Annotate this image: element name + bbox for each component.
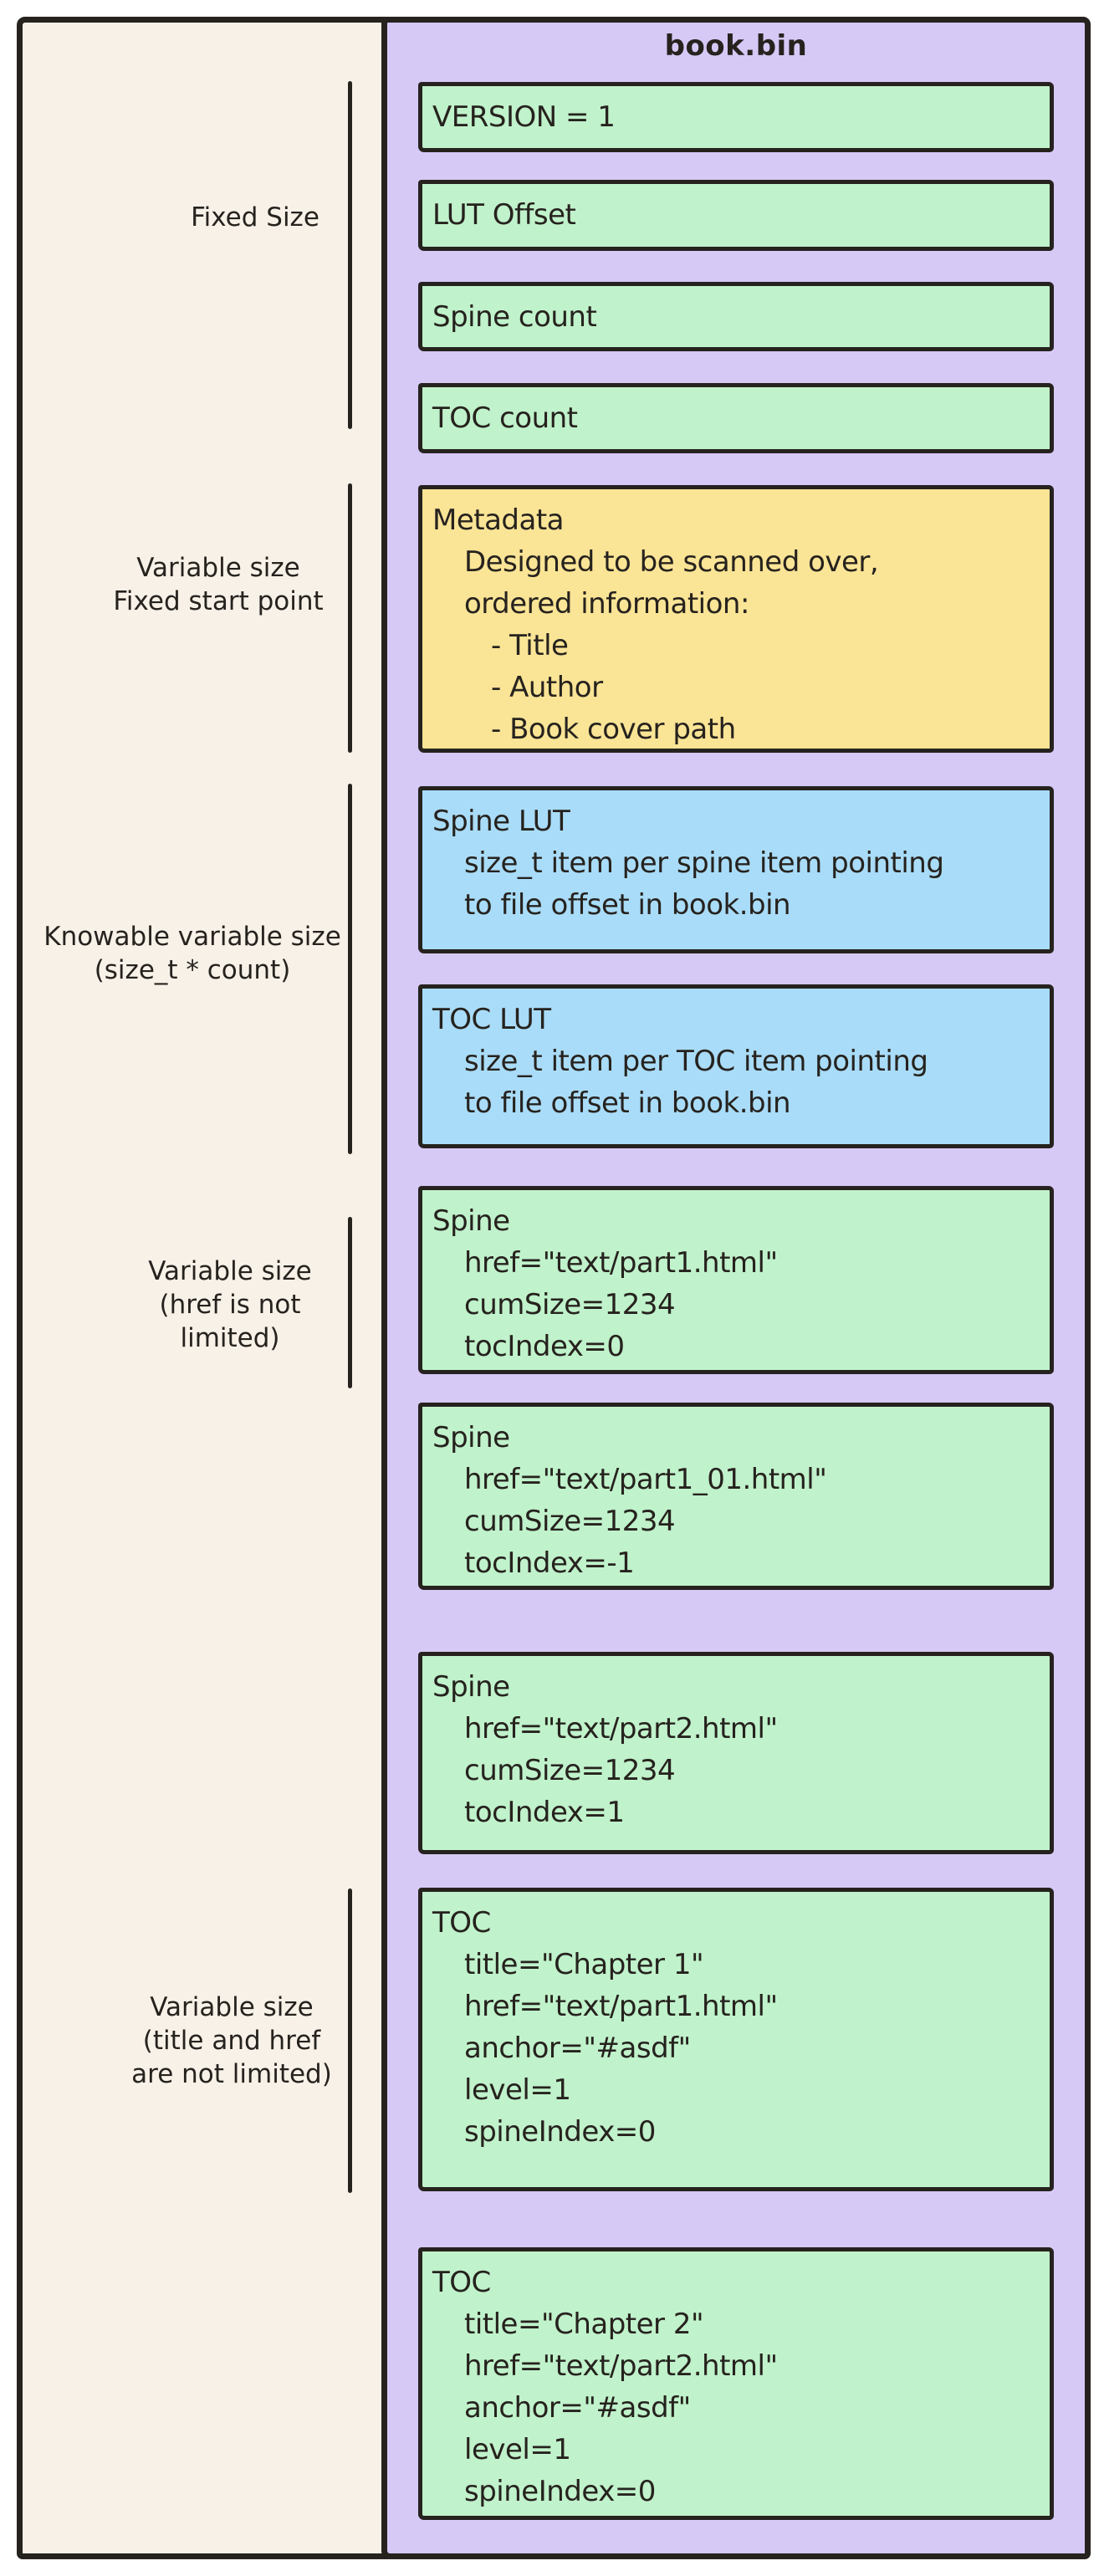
field-box-metadata: Metadata Designed to be scanned over, or… bbox=[418, 485, 1054, 753]
bracket-line-metadata bbox=[348, 483, 352, 753]
size-label-variable-title-href: Variable size (title and href are not li… bbox=[131, 1992, 332, 2089]
field-box-spine-2: Spine href="text/part1_01.html" cumSize=… bbox=[418, 1403, 1054, 1590]
size-label-knowable-variable: Knowable variable size (size_t * count) bbox=[43, 922, 341, 985]
size-label-fixed: Fixed Size bbox=[191, 202, 319, 233]
field-box-spine-count: Spine count bbox=[418, 282, 1054, 351]
field-box-toc-count: TOC count bbox=[418, 383, 1054, 453]
bracket-line-luts bbox=[348, 784, 352, 1154]
bracket-line-fixed bbox=[348, 81, 352, 429]
size-label-variable-href: Variable size (href is not limited) bbox=[148, 1256, 312, 1353]
size-label-variable-fixed-start: Variable size Fixed start point bbox=[113, 553, 324, 616]
book-bin-container: book.bin VERSION = 1 LUT Offset Spine co… bbox=[381, 17, 1091, 2559]
field-box-toc-lut: TOC LUT size_t item per TOC item pointin… bbox=[418, 984, 1054, 1148]
field-box-spine-1: Spine href="text/part1.html" cumSize=123… bbox=[418, 1186, 1054, 1374]
bracket-line-toc bbox=[348, 1889, 352, 2193]
file-title: book.bin bbox=[664, 29, 808, 63]
field-box-version: VERSION = 1 bbox=[418, 82, 1054, 152]
field-box-toc-1: TOC title="Chapter 1" href="text/part1.h… bbox=[418, 1888, 1054, 2191]
field-box-spine-3: Spine href="text/part2.html" cumSize=123… bbox=[418, 1652, 1054, 1854]
field-box-toc-2: TOC title="Chapter 2" href="text/part2.h… bbox=[418, 2247, 1054, 2520]
field-box-lut-offset: LUT Offset bbox=[418, 180, 1054, 251]
bracket-line-spine bbox=[348, 1217, 352, 1388]
field-box-spine-lut: Spine LUT size_t item per spine item poi… bbox=[418, 786, 1054, 953]
